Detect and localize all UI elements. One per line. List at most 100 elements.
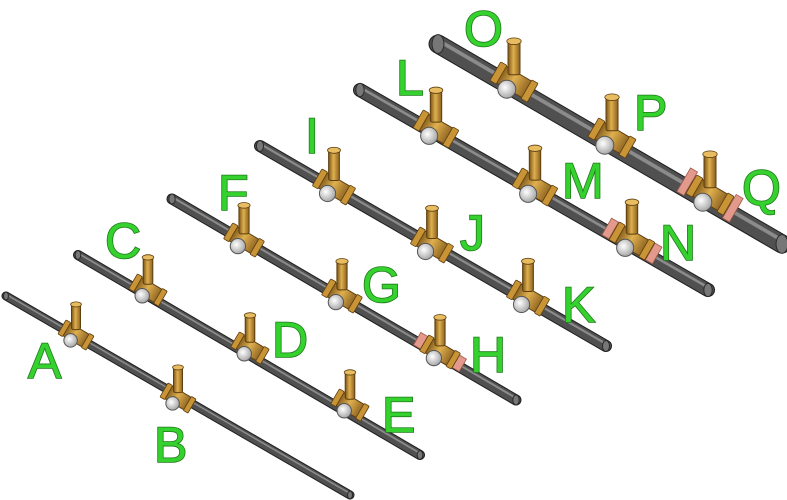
pipe-2 xyxy=(73,250,425,460)
valve-k xyxy=(506,257,550,317)
valve-n xyxy=(601,198,663,265)
pipe-fitting xyxy=(676,167,699,197)
valve-nut xyxy=(506,279,522,300)
valve-nut xyxy=(81,333,95,351)
valve-gauge xyxy=(236,346,252,362)
valve-c xyxy=(128,254,168,307)
valve-a xyxy=(57,301,95,351)
valve-nut xyxy=(587,117,606,141)
valve-g xyxy=(321,258,363,314)
valve-nut xyxy=(716,192,735,216)
valve-nut xyxy=(442,126,459,149)
valve-nut xyxy=(410,226,426,247)
valve-nut xyxy=(128,273,143,292)
valve-nut xyxy=(355,403,370,422)
valve-stem-cap xyxy=(624,198,640,206)
valve-stem-cap xyxy=(428,86,444,94)
valve-stem xyxy=(507,40,521,76)
valve-nut xyxy=(223,222,239,242)
valve-stem xyxy=(528,147,542,181)
valve-label-l: L xyxy=(396,50,424,106)
valve-gauge xyxy=(327,293,345,311)
valve-label-a: A xyxy=(28,333,62,389)
valve-label-o: O xyxy=(464,1,503,57)
valve-stem-cap xyxy=(141,254,155,261)
valve-gauge xyxy=(693,192,713,212)
pipe-fitting xyxy=(601,217,620,240)
valve-nut xyxy=(520,79,539,103)
pipe-5 xyxy=(353,82,715,298)
valve-nut xyxy=(153,288,168,307)
valve-stem xyxy=(344,371,356,400)
valve-stem-cap xyxy=(506,37,522,45)
valve-gauge xyxy=(63,333,78,348)
valve-nut xyxy=(618,135,637,159)
valve-label-n: N xyxy=(660,215,696,271)
valve-gauge xyxy=(318,184,337,203)
valve-b xyxy=(159,364,197,414)
valve-stem-cap xyxy=(521,257,535,265)
valve-stem xyxy=(71,303,81,331)
valve-nut xyxy=(609,221,626,244)
valve-nut xyxy=(438,243,454,264)
valve-label-c: C xyxy=(105,213,141,269)
valve-nut xyxy=(685,174,704,198)
valve-stem xyxy=(142,256,154,285)
valve-nut xyxy=(489,61,508,85)
valve-label-h: H xyxy=(470,327,506,383)
pipe-end-cap xyxy=(431,34,445,54)
valve-label-k: K xyxy=(562,277,595,333)
valve-stem xyxy=(703,153,717,189)
pipe-end-cap xyxy=(703,282,713,298)
valve-label-f: F xyxy=(218,165,249,221)
valve-nut xyxy=(541,184,558,207)
valve-nut xyxy=(419,334,435,354)
valve-stem xyxy=(336,260,348,291)
valve-stem xyxy=(434,316,446,347)
valve-stem xyxy=(522,260,534,293)
valve-stem xyxy=(173,366,183,394)
pipe-1 xyxy=(1,291,355,500)
valve-stem xyxy=(605,96,619,132)
valve-nut xyxy=(534,296,550,317)
valve-gauge xyxy=(595,135,615,155)
valve-stem-cap xyxy=(327,146,341,154)
valve-label-p: P xyxy=(634,85,667,141)
valve-nut xyxy=(230,331,245,350)
valve-nut xyxy=(159,382,173,400)
valve-label-q: Q xyxy=(742,160,781,216)
valve-m xyxy=(512,144,558,207)
pipe-end-cap xyxy=(3,291,9,301)
pipe-end-cap xyxy=(775,234,787,254)
valve-label-j: J xyxy=(460,205,485,261)
valve-stem-cap xyxy=(335,258,349,265)
valve-nut xyxy=(347,294,363,314)
valve-nut xyxy=(57,319,71,337)
valve-d xyxy=(230,312,270,365)
valve-nut xyxy=(183,396,197,414)
valve-f xyxy=(223,202,265,258)
valve-nut xyxy=(255,346,270,365)
valve-gauge xyxy=(616,238,635,257)
valve-stem-cap xyxy=(243,312,257,319)
pipe-4 xyxy=(254,140,612,352)
valve-stem xyxy=(426,207,438,240)
valve-stem-cap xyxy=(425,204,439,212)
valve-label-i: I xyxy=(305,108,319,164)
pipe-fitting xyxy=(721,193,744,223)
valve-stem xyxy=(429,89,443,123)
valve-stem xyxy=(328,149,340,182)
valve-stem-cap xyxy=(172,364,184,371)
valve-nut xyxy=(445,350,461,370)
valve-stem-cap xyxy=(527,144,543,152)
valve-q xyxy=(676,150,744,223)
valve-stem xyxy=(625,201,639,235)
valve-p xyxy=(587,93,637,159)
valve-stem-cap xyxy=(237,202,251,209)
pipe-end-cap xyxy=(602,340,610,352)
valve-gauge xyxy=(336,403,352,419)
valve-gauge xyxy=(425,349,443,367)
valve-nut xyxy=(512,167,529,190)
